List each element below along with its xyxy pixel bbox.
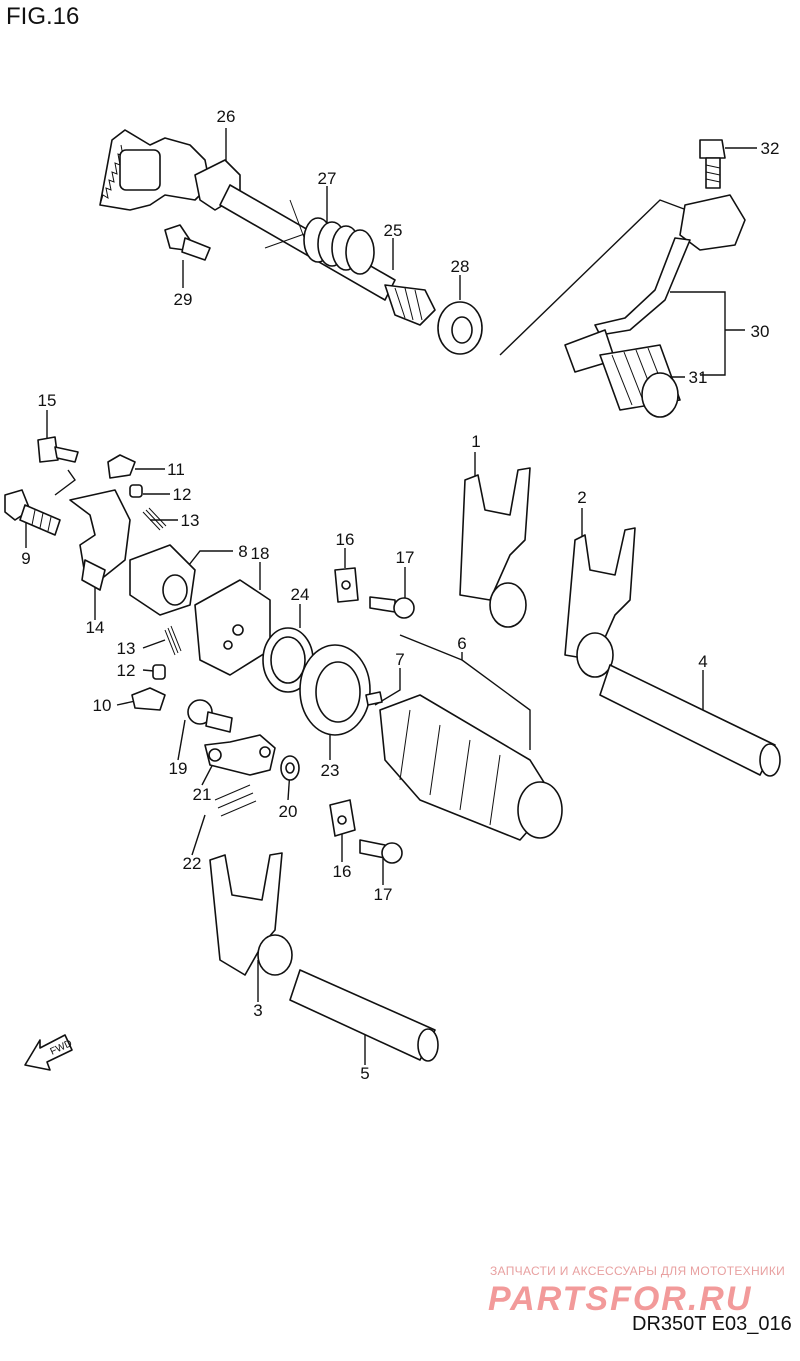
callout-7: 7 <box>395 650 404 669</box>
callout-22: 22 <box>183 854 202 873</box>
callout-21: 21 <box>193 785 212 804</box>
callout-2: 2 <box>577 488 586 507</box>
cam-guide <box>69 489 131 591</box>
bolt-9 <box>4 489 61 536</box>
callout-27: 27 <box>318 169 337 188</box>
shaft-spline-end <box>384 284 436 326</box>
callout-24: 24 <box>291 585 310 604</box>
cam-stopper-arm <box>204 734 276 776</box>
shim-24 <box>262 627 314 693</box>
oil-seal <box>437 301 483 355</box>
callout-8: 8 <box>238 542 247 561</box>
callout-10: 10 <box>93 696 112 715</box>
cam-stopper-plates <box>329 567 359 837</box>
callout-20: 20 <box>279 802 298 821</box>
callout-6: 6 <box>457 634 466 653</box>
callout-31: 31 <box>689 368 708 387</box>
callout-26: 26 <box>217 107 236 126</box>
figure-title: FIG.16 <box>6 3 80 30</box>
callout-32: 32 <box>761 139 780 158</box>
screws-17 <box>359 596 415 864</box>
fwd-arrow-icon: FWD <box>24 1034 74 1071</box>
callout-12a: 12 <box>173 485 192 504</box>
shift-spring <box>264 199 375 275</box>
spring-22 <box>214 784 257 817</box>
shift-shaft-sector <box>99 129 396 301</box>
callout-12b: 12 <box>117 661 136 680</box>
callout-3: 3 <box>253 1001 262 1020</box>
callout-14: 14 <box>86 618 105 637</box>
gearshift-cam <box>379 694 563 841</box>
fork-shaft-5 <box>289 969 439 1062</box>
shift-fork-2 <box>564 527 636 678</box>
pawl-parts <box>107 454 166 711</box>
shift-fork-1 <box>459 467 531 628</box>
callout-9: 9 <box>21 549 30 568</box>
washer-20 <box>280 755 300 781</box>
pawl-springs <box>142 507 182 656</box>
callout-15: 15 <box>38 391 57 410</box>
callout-13b: 13 <box>117 639 136 658</box>
callout-17b: 17 <box>374 885 393 904</box>
callout-labels: 1 2 3 4 5 6 7 8 9 10 11 12 12 13 13 14 1… <box>21 107 779 1083</box>
callout-28: 28 <box>451 257 470 276</box>
screw-15 <box>37 436 79 463</box>
callout-13a: 13 <box>181 511 200 530</box>
callout-16b: 16 <box>333 862 352 881</box>
callout-29: 29 <box>174 290 193 309</box>
callout-1: 1 <box>471 432 480 451</box>
cam-plate-18 <box>194 579 271 676</box>
pedal-bolt <box>699 139 726 189</box>
figure-code: DR350T E03_016 <box>632 1313 792 1335</box>
callout-4: 4 <box>698 652 707 671</box>
shift-fork-3 <box>209 852 293 976</box>
callout-19: 19 <box>169 759 188 778</box>
watermark-tagline: ЗАПЧАСТИ И АКСЕССУАРЫ ДЛЯ МОТОТЕХНИКИ <box>490 1264 786 1278</box>
fork-shaft-4 <box>599 664 781 777</box>
callout-5: 5 <box>360 1064 369 1083</box>
callout-11: 11 <box>167 460 185 479</box>
callout-16a: 16 <box>336 530 355 549</box>
pin-7 <box>365 691 383 706</box>
bearing-23 <box>299 644 371 736</box>
stopper-bolt <box>164 224 211 261</box>
callout-17a: 17 <box>396 548 415 567</box>
gearshift-pedal <box>564 194 746 418</box>
bolt-19 <box>187 699 233 733</box>
callout-23: 23 <box>321 761 340 780</box>
callout-25: 25 <box>384 221 403 240</box>
callout-30: 30 <box>751 322 770 341</box>
callout-18: 18 <box>251 544 270 563</box>
watermark-logo: PARTSFOR.RU <box>488 1280 753 1318</box>
cam-driven-gear <box>129 544 196 616</box>
